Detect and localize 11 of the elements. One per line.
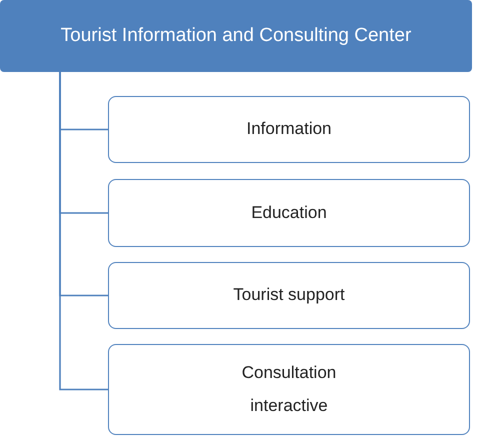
connector-line (59, 72, 108, 390)
process-box (108, 96, 470, 163)
process-box (108, 179, 470, 247)
header-title: Tourist Information and Consulting Center (60, 25, 412, 47)
process-box (108, 344, 470, 435)
box-label: Information (246, 118, 332, 140)
box-label: Education (251, 202, 327, 224)
box-label: Tourist support (233, 284, 345, 306)
box-label: Consultation interactive (240, 362, 338, 416)
header-box (0, 0, 472, 72)
process-box (108, 262, 470, 329)
